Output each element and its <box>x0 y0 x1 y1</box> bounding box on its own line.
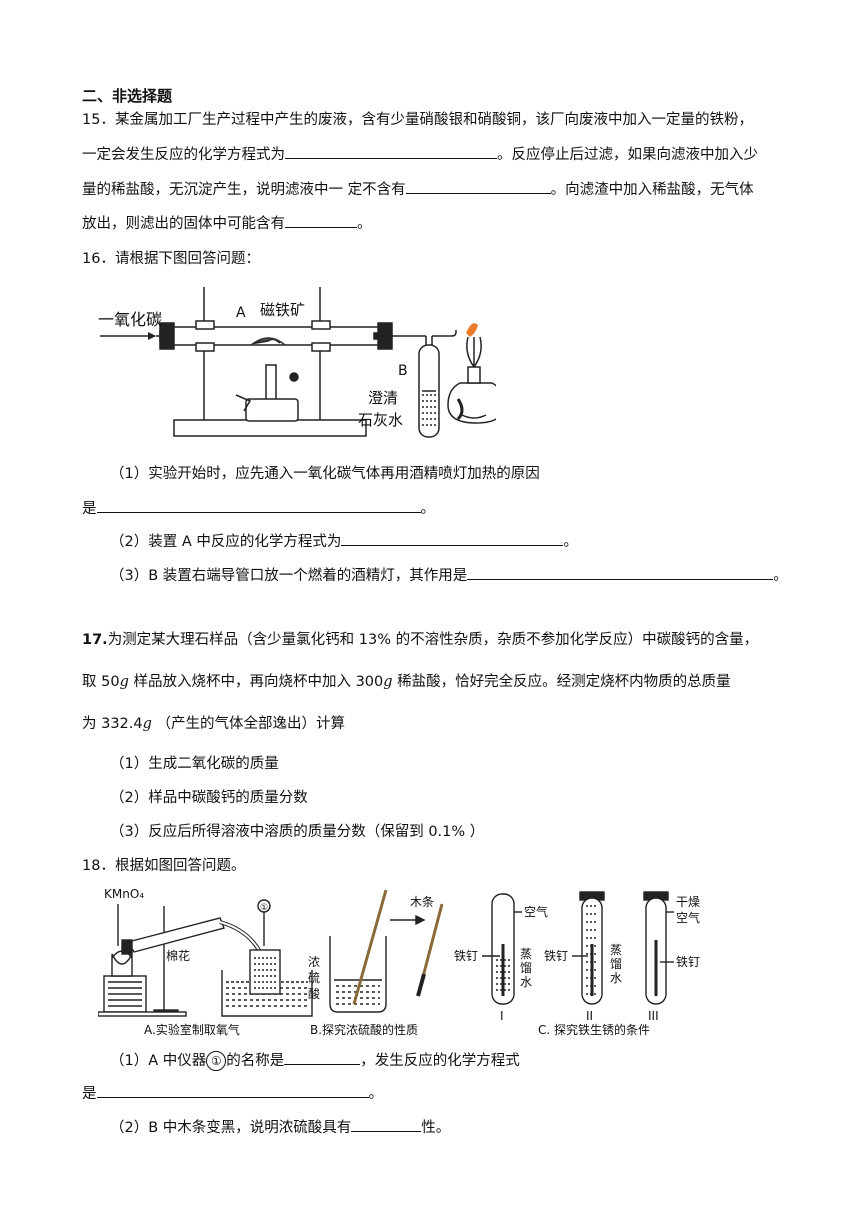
q18-number: 18． <box>82 858 115 874</box>
label-acid-3: 酸 <box>308 986 320 1001</box>
label-nail-2: 铁钉 <box>544 949 568 963</box>
label-nail-3: 铁钉 <box>676 955 700 969</box>
q17-line-2: 取 50g 样品放入烧杯中，再向烧杯中加入 300g 稀盐酸，恰好完全反应。经测… <box>82 674 731 690</box>
q15-line-3: 量的稀盐酸，无沉淀产生，说明滤液中一 定不含有。向滤渣中加入稀盐酸，无气体 <box>82 179 754 200</box>
label-air: 空气 <box>524 904 548 919</box>
q18-blank-1[interactable] <box>284 1050 361 1065</box>
q15-line-2: 一定会发生反应的化学方程式为。反应停止后过滤，如果向滤液中加入少 <box>82 144 758 165</box>
label-water-2c: 水 <box>610 971 622 985</box>
q18-part-1-line-2: 是。 <box>82 1083 383 1104</box>
label-acid-2: 硫 <box>308 970 320 985</box>
q15-number: 15． <box>82 112 115 128</box>
circled-1: ① <box>206 1051 227 1071</box>
label-co: 一氧化碳 <box>98 310 162 329</box>
label-tube-3: III <box>648 1009 659 1023</box>
label-acid-1: 浓 <box>308 955 320 969</box>
label-dry-air-1: 干燥 <box>676 895 700 909</box>
q18-blank-3[interactable] <box>351 1117 422 1132</box>
caption-b: B.探究浓硫酸的性质 <box>310 1022 418 1037</box>
label-water-1b: 馏 <box>520 961 532 975</box>
section-title: 二、非选择题 <box>82 87 173 105</box>
q16-part-3: （3）B 装置右端导管口放一个燃着的酒精灯，其作用是。 <box>110 565 788 586</box>
q16-blank-1[interactable] <box>96 498 421 513</box>
q17-sub-1: （1）生成二氧化碳的质量 <box>110 756 279 772</box>
experiment-figures: KMnO₄ 棉花 ① A.实验室制取氧气 木条 浓 <box>98 887 700 1037</box>
q16-part-1-line-2: 是。 <box>82 498 435 519</box>
co-reduction-apparatus-figure: 一氧化碳 A 磁铁矿 B 澄清 石灰水 <box>98 287 496 438</box>
q18-blank-2[interactable] <box>96 1083 369 1098</box>
q18-part-2: （2）B 中木条变黑，说明浓硫酸具有性。 <box>110 1117 450 1138</box>
q15-blank-2[interactable] <box>405 179 551 194</box>
label-lime-2: 石灰水 <box>358 411 403 429</box>
q16-part-2: （2）装置 A 中反应的化学方程式为。 <box>110 531 578 552</box>
q17-number: 17. <box>82 632 108 648</box>
q15-blank-3[interactable] <box>285 213 357 228</box>
q16-blank-2[interactable] <box>341 531 564 546</box>
label-tube-1: I <box>500 1009 504 1023</box>
q17-sub-3: （3）反应后所得溶液中溶质的质量分数（保留到 0.1% ） <box>110 824 485 840</box>
label-kmno4: KMnO₄ <box>104 887 144 901</box>
label-circle-1: ① <box>260 903 268 913</box>
q15-blank-1[interactable] <box>285 144 497 159</box>
q17-sub-2: （2）样品中碳酸钙的质量分数 <box>110 790 308 806</box>
caption-a: A.实验室制取氧气 <box>144 1022 240 1037</box>
q16-part-1-line-1: （1）实验开始时，应先通入一氧化碳气体再用酒精喷灯加热的原因 <box>110 466 540 482</box>
q16-number: 16． <box>82 251 115 267</box>
caption-c: C. 探究铁生锈的条件 <box>538 1022 650 1037</box>
figure-a-oxygen-prep: KMnO₄ 棉花 ① A.实验室制取氧气 <box>98 887 313 1037</box>
label-b: B <box>398 363 408 379</box>
label-tube-2: II <box>586 1009 593 1023</box>
label-water-1c: 水 <box>520 975 532 989</box>
label-ore: 磁铁矿 <box>260 301 305 319</box>
label-water-2a: 蒸 <box>610 943 622 957</box>
label-stick: 木条 <box>410 895 434 909</box>
q15-line-4: 放出，则滤出的固体中可能含有。 <box>82 213 372 234</box>
q16-blank-3[interactable] <box>467 565 774 580</box>
label-lime-1: 澄清 <box>368 389 398 407</box>
q17-line-3: 为 332.4g （产生的气体全部逸出）计算 <box>82 716 346 732</box>
label-cotton: 棉花 <box>166 948 190 963</box>
label-water-2b: 馏 <box>610 957 622 971</box>
q16-stem: 16．请根据下图回答问题： <box>82 251 260 267</box>
q18-stem: 18．根据如图回答问题。 <box>82 858 246 874</box>
label-a: A <box>236 305 246 321</box>
q17-line-1: 17.为测定某大理石样品（含少量氯化钙和 13% 的不溶性杂质，杂质不参加化学反… <box>82 632 759 648</box>
figure-b-sulfuric-acid: 木条 浓 硫 酸 B.探究浓硫酸的性质 <box>308 889 444 1037</box>
q15-line-1: 15．某金属加工厂生产过程中产生的废液，含有少量硝酸银和硝酸铜，该厂向废液中加入… <box>82 112 753 128</box>
label-nail-1: 铁钉 <box>454 949 478 963</box>
label-water-1a: 蒸 <box>520 947 532 961</box>
label-dry-air-2: 空气 <box>676 910 700 925</box>
figure-c-rust-conditions: 空气 铁钉 蒸 馏 水 I 铁钉 蒸 馏 水 II 干燥 空气 铁钉 III C… <box>454 891 700 1037</box>
